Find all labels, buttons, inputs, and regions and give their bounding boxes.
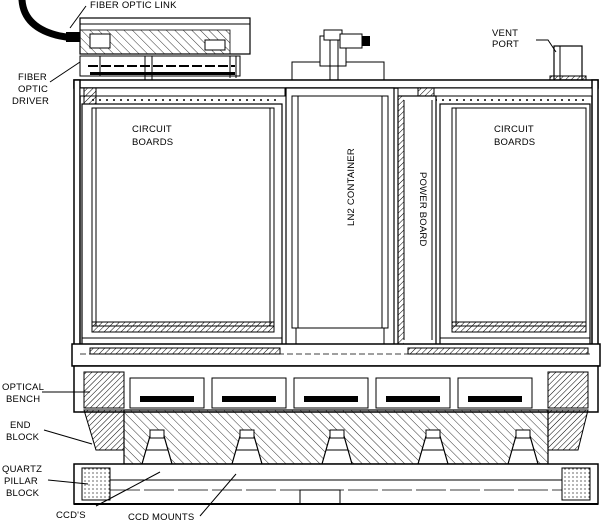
label-vent: VENT xyxy=(492,28,518,39)
bench-rails xyxy=(129,377,533,409)
label-bench: BENCH xyxy=(6,394,40,405)
end-blocks xyxy=(83,409,589,451)
right-circuit-enclosure xyxy=(439,103,591,347)
fiber-optic-driver xyxy=(79,55,241,96)
label-pillar-block: BLOCK xyxy=(6,488,40,499)
label-pillar: PILLAR xyxy=(4,476,38,487)
label-fiber: FIBER xyxy=(18,72,47,83)
fiber-optic-cable xyxy=(18,0,80,42)
vent-port xyxy=(549,45,587,83)
left-circuit-enclosure xyxy=(81,103,283,347)
label-optic: OPTIC xyxy=(18,84,48,95)
label-quartz: QUARTZ xyxy=(2,464,42,475)
label-circuit-right: CIRCUIT xyxy=(494,124,534,135)
label-port: PORT xyxy=(492,39,519,50)
label-boards-left: BOARDS xyxy=(132,137,173,148)
label-ln2-container: LN2 CONTAINER xyxy=(346,148,357,226)
label-ccds: CCD'S xyxy=(56,510,86,521)
power-board xyxy=(397,95,437,347)
fiber-optic-link-box xyxy=(79,17,251,55)
label-circuit-left: CIRCUIT xyxy=(132,124,172,135)
label-end: END xyxy=(10,420,31,431)
label-boards-right: BOARDS xyxy=(494,137,535,148)
leader-lines xyxy=(42,5,557,517)
label-power-board: POWER BOARD xyxy=(417,172,428,247)
label-ccd-mounts: CCD MOUNTS xyxy=(128,512,194,522)
label-fiber-optic-link: FIBER OPTIC LINK xyxy=(90,0,177,11)
label-optical: OPTICAL xyxy=(2,382,44,393)
label-end-block: BLOCK xyxy=(6,432,40,443)
ln2-container xyxy=(285,87,395,347)
optical-bench xyxy=(73,365,599,413)
base-plate xyxy=(71,343,601,367)
label-driver: DRIVER xyxy=(12,96,49,107)
quartz-pillar-block xyxy=(73,463,599,505)
